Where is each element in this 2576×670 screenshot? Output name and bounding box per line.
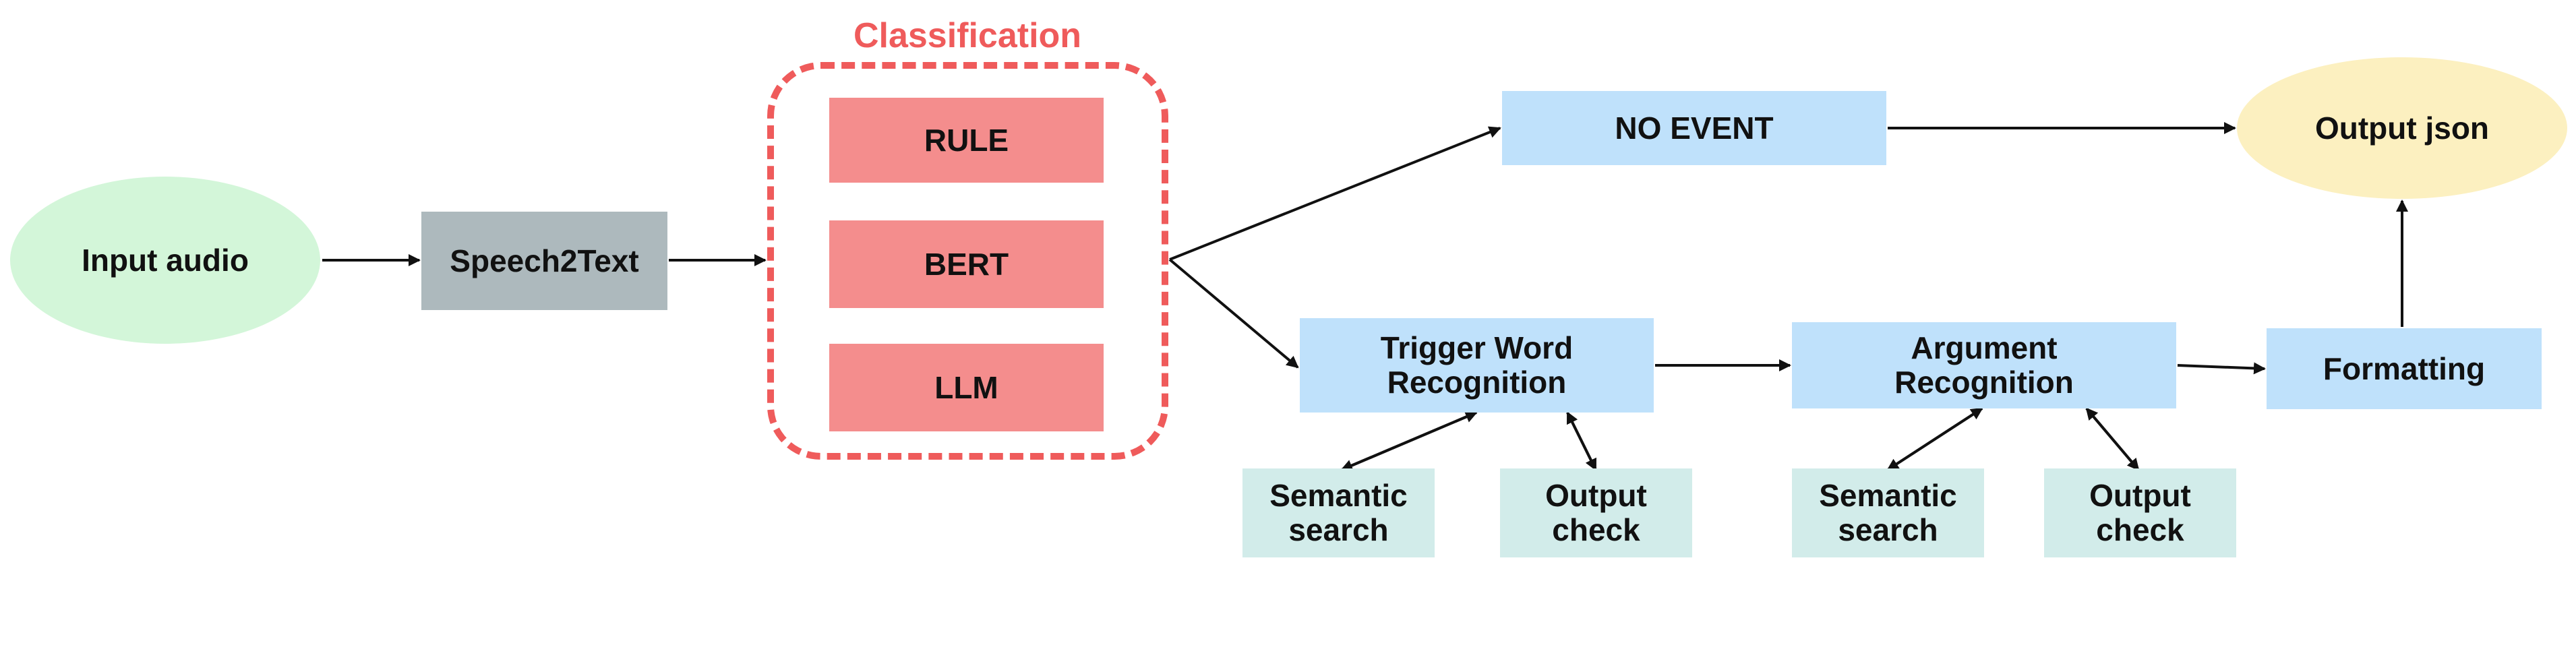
no-event-node: NO EVENT [1502,91,1886,165]
bert-label: BERT [924,246,1009,282]
classification-title: Classification [853,16,1082,55]
argument-recognition-node: Argument Recognition [1792,322,2176,408]
no-event-label: NO EVENT [1615,110,1774,146]
argument-output-check-line2: check [2096,512,2184,547]
classification-group [767,62,1168,460]
trigger-output-check-line2: check [1552,512,1640,547]
llm-label: LLM [934,369,998,405]
trigger-output-check-line1: Output [1545,478,1647,514]
arrow-argument-sem-b [1886,407,1983,471]
argument-label-line2: Recognition [1894,365,2074,400]
argument-semantic-search-node: Semantic search [1792,468,1984,557]
argument-output-check-node: Output check [2044,468,2236,557]
trigger-semantic-search-line2: search [1288,512,1389,547]
bert-node: BERT [829,220,1104,308]
arrow-argument-check-b [2085,407,2140,471]
formatting-label: Formatting [2323,351,2486,386]
argument-label-line1: Argument [1911,330,2058,366]
rule-node: RULE [829,98,1104,183]
arrow-trigger-sem-b [1341,410,1478,471]
trigger-word-recognition-node: Trigger Word Recognition [1300,318,1654,413]
input-audio-node: Input audio [10,177,320,344]
arrow-classification-to-trigger [1168,258,1299,369]
rule-label: RULE [924,122,1009,158]
arrow-classification-to-no-event [1169,126,1501,261]
speech2text-node: Speech2Text [421,212,667,310]
argument-output-check-line1: Output [2089,478,2191,514]
argument-semantic-search-line2: search [1838,512,1938,547]
trigger-word-label-line2: Recognition [1387,365,1567,400]
llm-node: LLM [829,344,1104,431]
argument-semantic-search-line1: Semantic [1819,478,1957,514]
trigger-output-check-node: Output check [1500,468,1692,557]
arrow-argument-to-formatting [2177,362,2266,375]
output-json-node: Output json [2237,57,2567,199]
formatting-node: Formatting [2267,328,2542,409]
trigger-semantic-search-line1: Semantic [1269,478,1408,514]
trigger-word-label-line1: Trigger Word [1380,330,1574,366]
output-json-label: Output json [2314,110,2490,146]
arrow-trigger-check-b [1566,411,1597,470]
trigger-semantic-search-node: Semantic search [1242,468,1435,557]
speech2text-label: Speech2Text [450,243,639,278]
input-audio-label: Input audio [82,242,249,278]
